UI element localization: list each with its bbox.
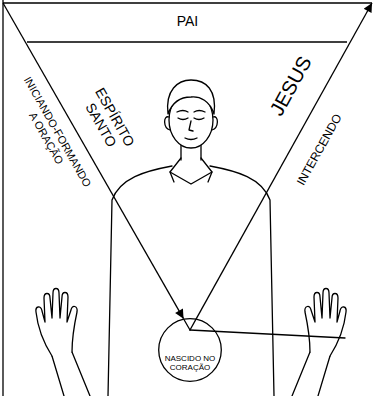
raised-hand (36, 289, 90, 396)
ears (165, 117, 218, 130)
forearm (292, 352, 330, 396)
frame-line (2, 0, 3, 396)
forearm (52, 352, 90, 396)
mouth (185, 138, 197, 140)
circle-outline (159, 319, 222, 382)
father-band: PAI (3, 3, 372, 42)
node-text: PAI (3, 14, 372, 29)
meeting-line (190, 319, 196, 330)
heart-circle: NASCIDO NO CORAÇÃO (158, 318, 222, 382)
hand (36, 289, 77, 357)
meeting-line (184, 319, 190, 330)
connector-arrow (196, 3, 372, 319)
hair (168, 80, 215, 114)
raised-hand (292, 289, 346, 396)
closed-eyes (178, 118, 204, 120)
eyebrows (177, 111, 205, 113)
intercession-note: INTERCENDO (292, 107, 348, 192)
shirt-collar (170, 158, 212, 184)
prayer-note: INICIANDO-FORMANDO A ORAÇÃO (9, 73, 94, 197)
nose (189, 121, 193, 131)
circle-outline (158, 318, 222, 382)
pointer-line (190, 330, 345, 338)
hand (305, 289, 346, 357)
band-outline (3, 3, 372, 42)
jesus-label: JESUS (259, 41, 323, 131)
spirit-label: ESPÍRITO SANTO (74, 78, 141, 163)
node-text: NASCIDO NO CORAÇÃO (162, 355, 218, 373)
connector-arrow (3, 3, 184, 319)
shirt-collar (170, 172, 212, 182)
